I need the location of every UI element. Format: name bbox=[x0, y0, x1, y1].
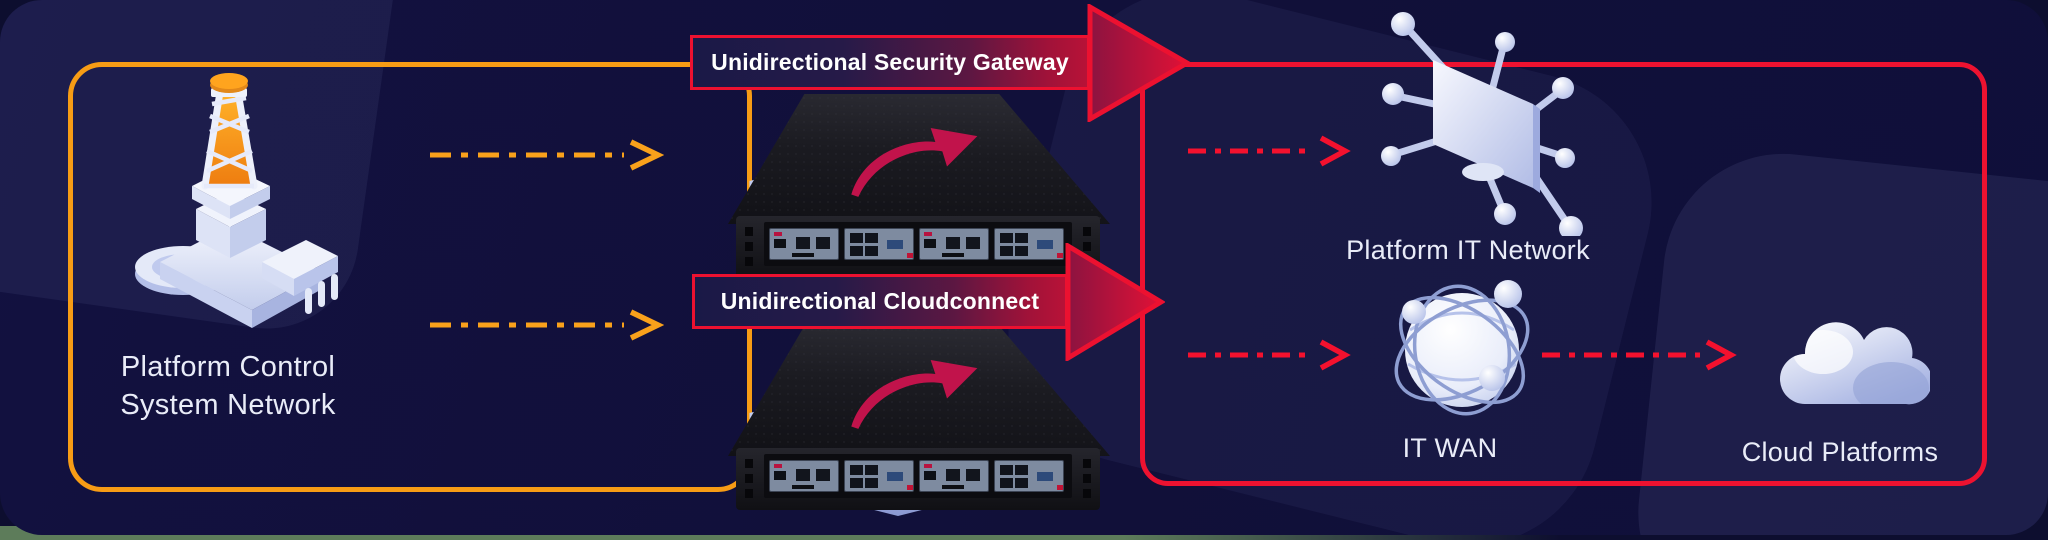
appliance-module bbox=[919, 228, 989, 260]
rack-ear bbox=[736, 220, 762, 274]
appliance-module bbox=[769, 228, 839, 260]
cloud-platforms-node-label: Cloud Platforms bbox=[1741, 437, 1939, 467]
gateway-appliance-1 bbox=[722, 94, 1114, 294]
left-network-label: Platform Control System Network bbox=[40, 348, 416, 424]
appliance-front bbox=[736, 448, 1100, 510]
left-network-label-line1: Platform Control bbox=[120, 351, 336, 383]
it-network-boundary bbox=[1140, 62, 1987, 486]
cloud-icon bbox=[1780, 322, 1930, 405]
flow-arrow-ot-2 bbox=[430, 309, 664, 341]
gateway-banner-2-label: Unidirectional Cloudconnect bbox=[720, 288, 1040, 314]
appliance-panel bbox=[764, 454, 1072, 498]
appliance-module bbox=[844, 460, 914, 492]
left-network-label-line2: System Network bbox=[120, 389, 336, 421]
gateway-banner-1: Unidirectional Security Gateway bbox=[690, 35, 1090, 90]
flow-arrow-it-3 bbox=[1542, 339, 1737, 371]
it-wan-node-label: IT WAN bbox=[1402, 433, 1498, 463]
waterfall-swoosh-icon bbox=[851, 128, 978, 197]
gateway-appliance-2 bbox=[722, 326, 1114, 526]
appliance-module bbox=[844, 228, 914, 260]
appliance-module bbox=[994, 228, 1064, 260]
flow-arrow-it-2 bbox=[1188, 339, 1351, 371]
gateway-banner-1-label: Unidirectional Security Gateway bbox=[711, 49, 1069, 75]
appliance-module bbox=[919, 460, 989, 492]
it-network-node-label: Platform IT Network bbox=[1346, 235, 1590, 265]
flow-arrow-ot-1 bbox=[430, 139, 664, 171]
appliance-front bbox=[736, 216, 1100, 278]
appliance-module bbox=[994, 460, 1064, 492]
waterfall-swoosh-icon bbox=[851, 360, 978, 429]
rack-ear bbox=[1074, 452, 1100, 506]
rack-ear bbox=[736, 452, 762, 506]
globe-icon bbox=[1394, 280, 1530, 416]
gateway-banner-2-arrowhead bbox=[1065, 243, 1165, 361]
appliance-panel bbox=[764, 222, 1072, 266]
gateway-banner-2: Unidirectional Cloudconnect bbox=[692, 274, 1068, 329]
appliance-module bbox=[769, 460, 839, 492]
gateway-banner-1-arrowhead bbox=[1087, 4, 1191, 122]
network-hub-icon bbox=[1381, 12, 1583, 236]
flow-arrow-it-1 bbox=[1188, 135, 1351, 167]
oil-platform-icon bbox=[135, 73, 338, 328]
